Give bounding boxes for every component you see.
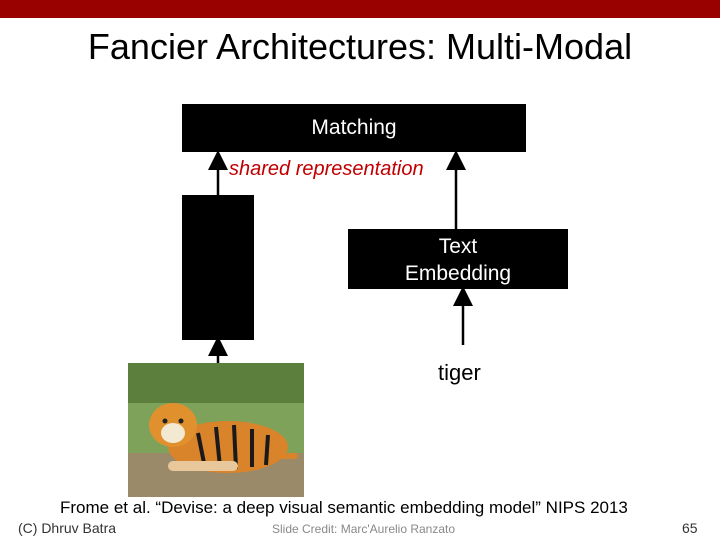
- footer-credit: Slide Credit: Marc'Aurelio Ranzato: [272, 522, 456, 536]
- citation: Frome et al. “Devise: a deep visual sema…: [60, 498, 628, 517]
- text-embedding-label: Text Embedding: [348, 233, 568, 287]
- input-word-tiger: tiger: [438, 360, 481, 385]
- text-embedding-line2: Embedding: [404, 262, 512, 285]
- cnn-box: [182, 195, 254, 340]
- top-accent-bar: [0, 0, 720, 18]
- matching-box: Matching: [182, 104, 526, 152]
- footer-author: (C) Dhruv Batra: [18, 520, 117, 536]
- tiger-photo: [128, 363, 304, 497]
- text-embedding-line1: Text: [438, 235, 478, 258]
- text-embedding-box: [348, 229, 568, 289]
- matching-label: Matching: [311, 116, 397, 139]
- shared-representation-label: shared representation: [229, 158, 424, 180]
- page-number: 65: [682, 520, 698, 536]
- cnn-label: CNN: [190, 257, 234, 279]
- slide-title: Fancier Architectures: Multi-Modal: [87, 26, 633, 67]
